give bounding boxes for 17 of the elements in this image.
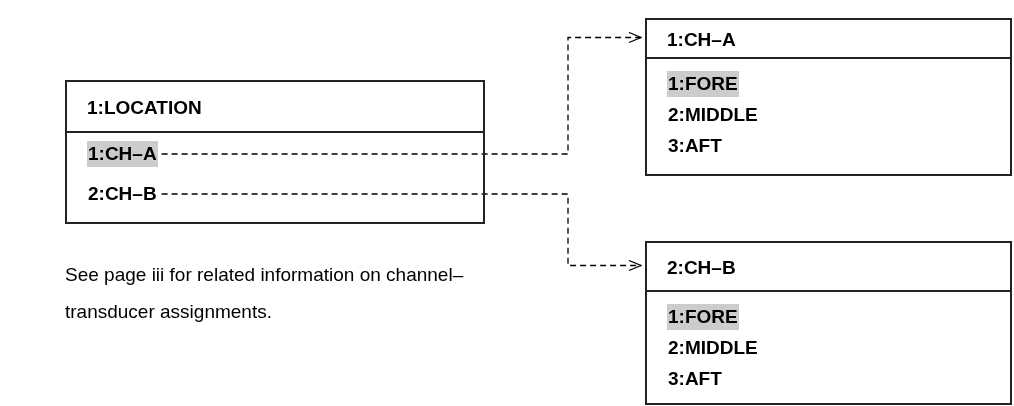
- dashed-connector: [161, 31, 642, 155]
- menu-title: 1:CH–A: [667, 27, 736, 52]
- menu-item: 2:MIDDLE: [667, 335, 759, 361]
- selected-menu-item: 1:FORE: [667, 71, 739, 97]
- note-text: See page iii for related information on channel–transducer assignments.: [65, 263, 465, 324]
- selected-menu-item: 1:CH–A: [87, 141, 158, 167]
- menu-item: 3:AFT: [667, 133, 723, 159]
- menu-box: [645, 18, 1012, 176]
- menu-title: 1:LOCATION: [87, 95, 202, 120]
- menu-box: [65, 80, 485, 224]
- selected-menu-item: 1:FORE: [667, 304, 739, 330]
- menu-box: [645, 241, 1012, 405]
- menu-item: 2:CH–B: [87, 181, 158, 207]
- menu-item: 2:MIDDLE: [667, 102, 759, 128]
- menu-title: 2:CH–B: [667, 255, 736, 280]
- dashed-connector: [161, 193, 642, 272]
- menu-item: 3:AFT: [667, 366, 723, 392]
